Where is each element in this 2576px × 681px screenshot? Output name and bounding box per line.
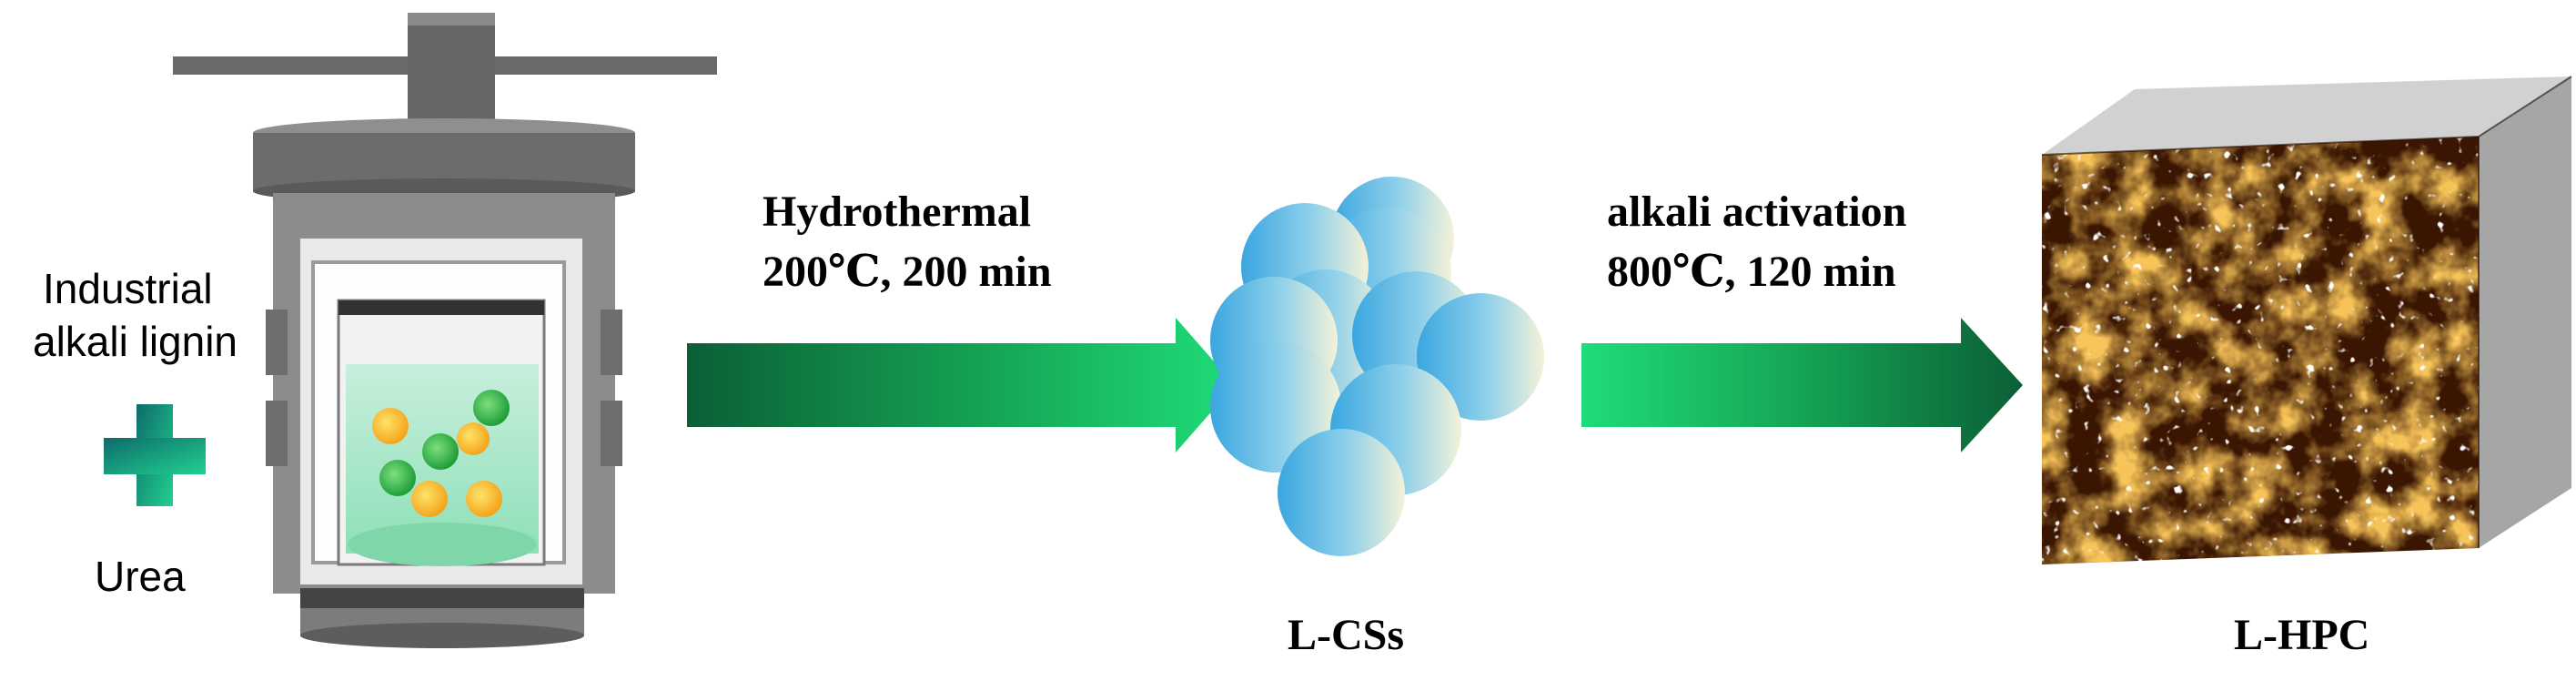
- step2-label-method: alkali activation: [1607, 188, 1907, 236]
- product-label-spheres: L-CSs: [1288, 611, 1405, 659]
- sphere: [1417, 293, 1544, 421]
- arrow-alkali-activation: [1581, 318, 2023, 452]
- porous-carbon-cube: [2041, 76, 2572, 564]
- step1-label-method: Hydrothermal: [763, 188, 1032, 236]
- input-label-alkali-lignin: alkali lignin: [33, 318, 238, 365]
- carbon-spheres-cluster: [1210, 177, 1544, 556]
- plus-icon: [104, 404, 206, 506]
- product-label-carbon: L-HPC: [2234, 611, 2370, 659]
- sphere: [1278, 429, 1405, 556]
- step2-label-conditions: 800℃, 120 min: [1607, 248, 1896, 296]
- autoclave-reactor-icon: [173, 13, 717, 648]
- step1-label-conditions: 200℃, 200 min: [763, 248, 1052, 296]
- input-label-industrial: Industrial: [43, 265, 213, 312]
- arrow-hydrothermal: [687, 318, 1235, 452]
- input-label-urea: Urea: [95, 553, 186, 600]
